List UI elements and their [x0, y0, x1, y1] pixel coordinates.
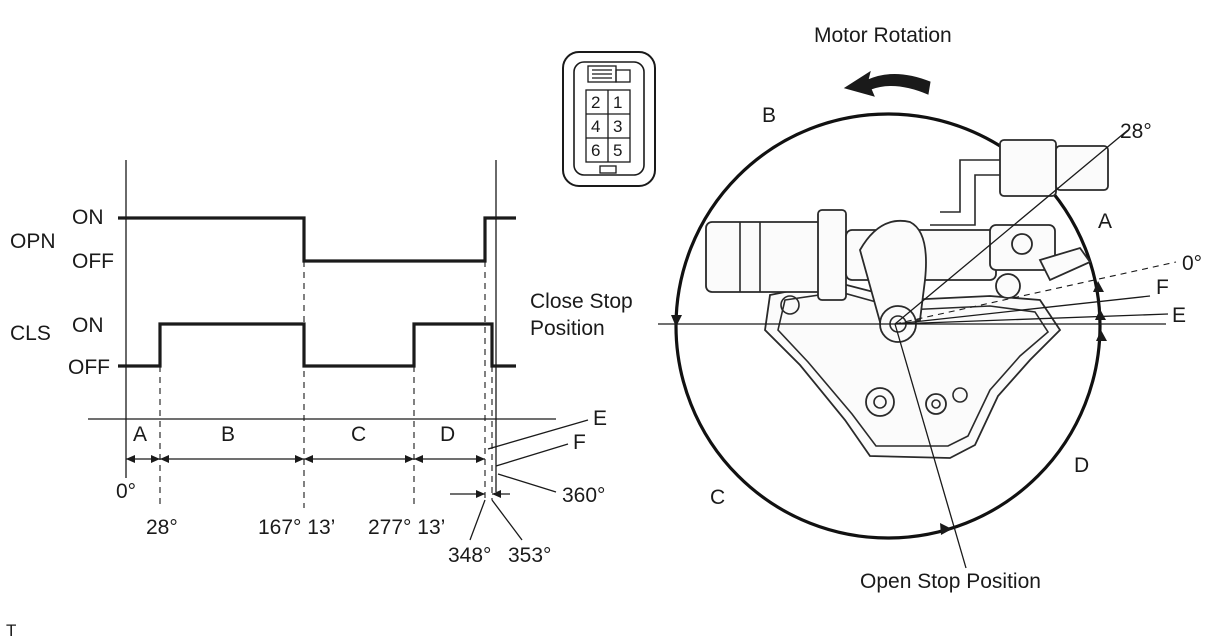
- leader-360: [497, 473, 557, 493]
- cls-off-label: OFF: [68, 356, 110, 379]
- section-label-a: A: [133, 423, 147, 446]
- angle-label-0-right: 0°: [1182, 252, 1202, 275]
- zone-label-d: D: [1074, 454, 1089, 477]
- connector-pin-1: 1: [613, 93, 622, 112]
- dimension-arrows: [126, 455, 510, 498]
- open-stop-label: Open Stop Position: [860, 570, 1041, 593]
- motor-mechanism: [705, 139, 1109, 459]
- line-0deg: [894, 261, 1177, 325]
- zone-label-a: A: [1098, 210, 1112, 233]
- connector-pin-3: 3: [613, 117, 622, 136]
- line-e: [894, 313, 1169, 325]
- leader-f: [495, 443, 569, 467]
- zone-label-c: C: [710, 486, 725, 509]
- ring-arrow-right-2: [1095, 309, 1106, 320]
- timing-label-e: E: [593, 407, 607, 430]
- connector-inner: [573, 61, 645, 176]
- section-label-b: B: [221, 423, 235, 446]
- angle-label-0: 0°: [116, 480, 136, 503]
- rotation-arrow-icon: [843, 70, 931, 97]
- ring-arrow-right-3: [1096, 330, 1107, 341]
- opn-on-label: ON: [72, 206, 104, 229]
- rotation-diagram: Motor Rotation: [530, 24, 1202, 593]
- opn-off-label: OFF: [72, 250, 114, 273]
- section-label-c: C: [351, 423, 366, 446]
- line-28deg: [894, 129, 1129, 325]
- section-label-d: D: [440, 423, 455, 446]
- angle-label-348: 348°: [448, 544, 491, 567]
- connector-pin-2: 2: [591, 93, 600, 112]
- ring-arrow-left: [671, 315, 682, 327]
- close-stop-label-line2: Position: [530, 317, 605, 340]
- timing-chart: OPN ON OFF CLS ON OFF A B C D: [10, 160, 607, 567]
- angle-label-277: 277° 13’: [368, 516, 445, 539]
- timing-label-f: F: [573, 431, 586, 454]
- angle-label-167: 167° 13’: [258, 516, 335, 539]
- opn-signal-label: OPN: [10, 230, 56, 253]
- leader-348: [469, 499, 486, 541]
- close-stop-label-line1: Close Stop: [530, 290, 633, 313]
- zone-label-b: B: [762, 104, 776, 127]
- connector: 2 1 4 3 6 5: [562, 51, 656, 187]
- leader-e: [487, 419, 589, 450]
- opn-waveform: [118, 216, 516, 263]
- ring-arrow-bottom: [940, 523, 952, 535]
- angle-label-353: 353°: [508, 544, 551, 567]
- footer-mark: T: [6, 621, 16, 640]
- line-f: [894, 295, 1151, 325]
- connector-pin-5: 5: [613, 141, 622, 160]
- cls-signal-label: CLS: [10, 322, 51, 345]
- zone-label-f: F: [1156, 276, 1169, 299]
- leader-353: [491, 499, 523, 541]
- connector-pin-4: 4: [591, 117, 600, 136]
- zone-label-e: E: [1172, 304, 1186, 327]
- cls-on-label: ON: [72, 314, 104, 337]
- open-stop-line: [894, 323, 967, 569]
- motor-rotation-title: Motor Rotation: [814, 24, 952, 47]
- ring-arrow-right-1: [1093, 281, 1104, 292]
- angle-label-360: 360°: [562, 484, 605, 507]
- connector-pin-6: 6: [591, 141, 600, 160]
- angle-label-28: 28°: [146, 516, 178, 539]
- cls-waveform: [118, 322, 516, 368]
- angle-label-28-right: 28°: [1120, 120, 1152, 143]
